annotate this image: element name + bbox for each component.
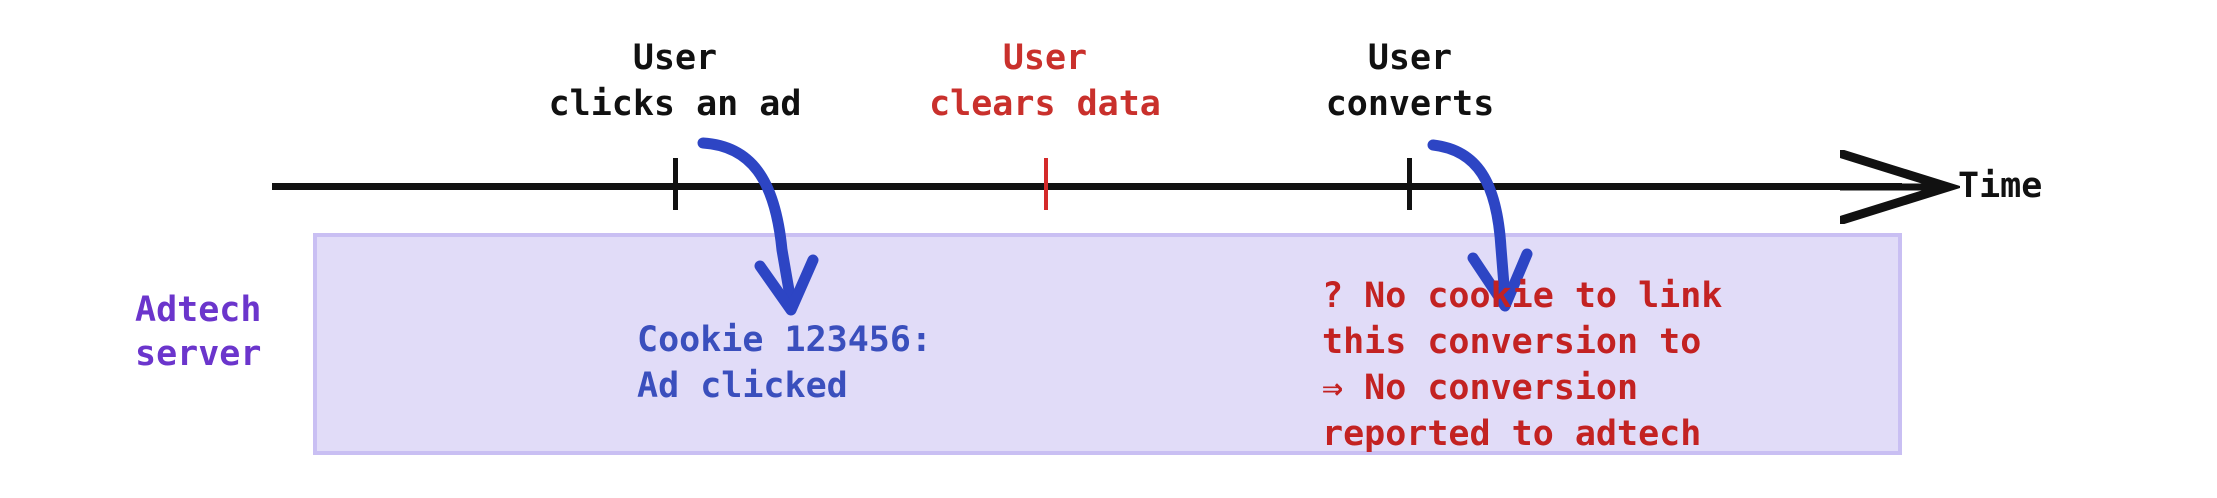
timeline-axis-line: [272, 183, 1902, 190]
tick-mark-user-clicks-an-ad: [673, 158, 678, 210]
time-axis-label: Time: [1958, 166, 2043, 206]
event-label-user-converts: User converts: [1325, 38, 1495, 124]
timeline-arrow-right-icon: [1837, 149, 1964, 225]
tick-mark-user-converts: [1407, 158, 1412, 210]
event-label-user-clicks-an-ad: User clicks an ad: [548, 38, 802, 124]
lane-entry-cookie-log: Cookie 123456: Ad clicked: [637, 320, 933, 406]
lane-entry-no-cookie-warning: ? No cookie to link this conversion to ⇒…: [1322, 276, 1723, 454]
curved-arrow-convert-to-warning: [1415, 130, 1615, 330]
adtech-server-lane-box: [313, 233, 1902, 455]
adtech-server-label: Adtech server: [135, 290, 262, 374]
event-label-user-clears-data: User clears data: [929, 38, 1161, 124]
tick-mark-user-clears-data: [1044, 158, 1048, 210]
curved-arrow-click-to-cookie-log: [680, 130, 880, 330]
